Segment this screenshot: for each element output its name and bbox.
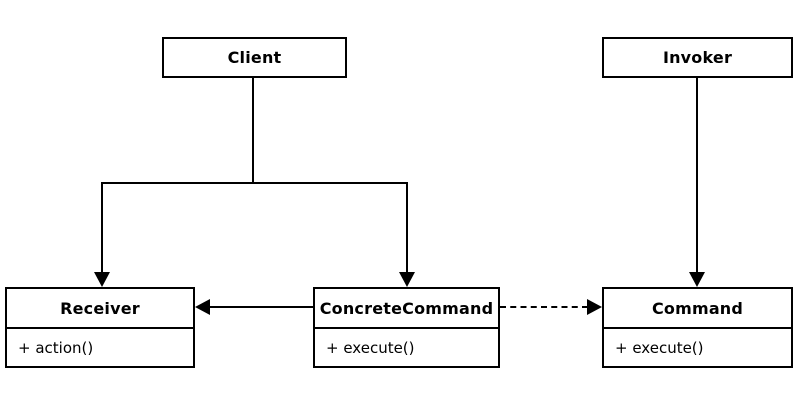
arrowhead-into-receiver-right — [195, 299, 210, 315]
class-box-command: Command + execute() — [602, 287, 793, 368]
class-name-invoker: Invoker — [662, 48, 733, 67]
class-box-invoker: Invoker — [602, 37, 793, 78]
arrowhead-into-concrete-command-top — [399, 272, 415, 287]
class-name-command: Command — [604, 289, 791, 329]
class-box-receiver: Receiver + action() — [5, 287, 195, 368]
edge-concrete-command-to-command-dashed — [500, 306, 588, 308]
edge-client-fork-horizontal — [101, 182, 408, 184]
class-member-execute-command: + execute() — [615, 338, 704, 357]
edge-client-to-concrete-command-vertical — [406, 182, 408, 274]
edge-client-to-receiver-vertical — [101, 182, 103, 274]
class-name-client: Client — [227, 48, 282, 67]
arrowhead-into-command-left — [587, 299, 602, 315]
class-box-client: Client — [162, 37, 347, 78]
class-box-concrete-command: ConcreteCommand + execute() — [313, 287, 500, 368]
class-name-concrete-command: ConcreteCommand — [315, 289, 498, 329]
class-member-action: + action() — [18, 338, 94, 357]
edge-client-stem-vertical — [252, 78, 254, 184]
edge-concrete-command-to-receiver-horizontal — [208, 306, 313, 308]
edge-invoker-to-command-vertical — [696, 78, 698, 274]
class-member-execute-concrete: + execute() — [326, 338, 415, 357]
arrowhead-into-receiver-top — [94, 272, 110, 287]
arrowhead-into-command-top — [689, 272, 705, 287]
class-name-receiver: Receiver — [7, 289, 193, 329]
